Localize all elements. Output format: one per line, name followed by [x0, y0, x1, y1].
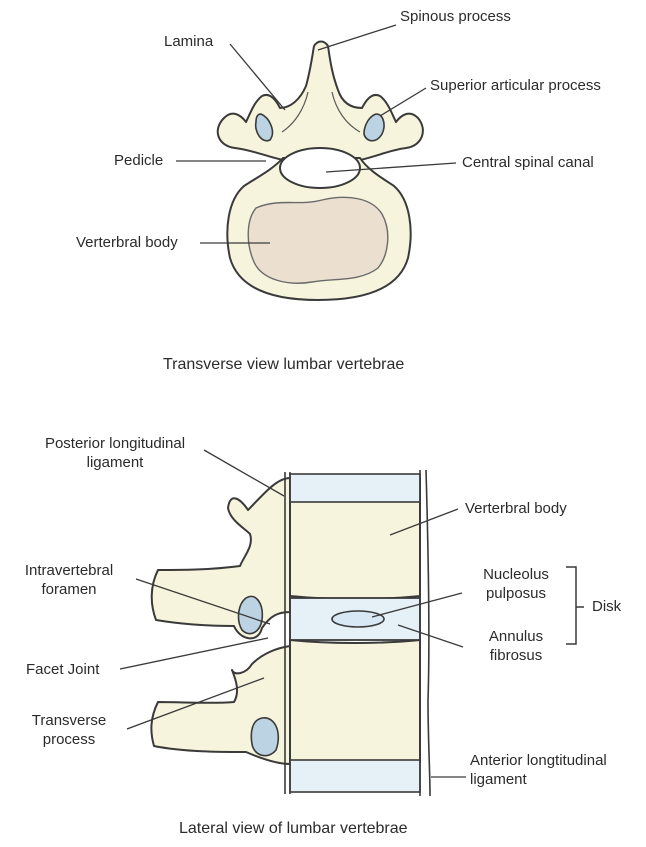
- label-nucleolus-pulposus-line-2: pulposus: [470, 584, 562, 603]
- label-lamina: Lamina: [164, 32, 213, 51]
- label-anterior-longitudinal-ligament-line-2: ligament: [470, 770, 607, 789]
- cancellous-bone: [248, 197, 388, 283]
- label-intravertebral-foramen: Intravertebral foramen: [6, 561, 132, 599]
- upper-posterior-element: [152, 478, 290, 638]
- leader-posterior-ligament: [204, 450, 284, 496]
- lower-disc: [290, 760, 420, 792]
- label-annulus-fibrosus: Annulus fibrosus: [470, 627, 562, 665]
- transverse-view-drawing: [176, 25, 456, 300]
- leader-superior-articular-process: [380, 88, 426, 116]
- caption-transverse-view: Transverse view lumbar vertebrae: [163, 356, 404, 374]
- leader-spinous-process: [318, 25, 396, 50]
- vertebral-arch: [218, 42, 423, 161]
- label-annulus-fibrosus-line-1: Annulus: [470, 627, 562, 646]
- nucleus-pulposus: [332, 611, 384, 627]
- label-superior-articular-process: Superior articular process: [430, 76, 601, 95]
- leader-facet-joint: [120, 638, 268, 669]
- label-posterior-longitudinal-ligament: Posterior longitudinal ligament: [20, 434, 210, 472]
- label-intravertebral-foramen-line-2: foramen: [6, 580, 132, 599]
- caption-lateral-view: Lateral view of lumbar vertebrae: [179, 820, 408, 838]
- label-posterior-longitudinal-ligament-line-2: ligament: [20, 453, 210, 472]
- label-annulus-fibrosus-line-2: fibrosus: [470, 646, 562, 665]
- label-verterbral-body-transverse: Verterbral body: [76, 233, 178, 252]
- upper-disc: [290, 474, 420, 502]
- label-facet-joint: Facet Joint: [26, 660, 99, 679]
- lower-vertebral-body: [290, 640, 420, 765]
- label-central-spinal-canal: Central spinal canal: [462, 153, 594, 172]
- label-anterior-longitudinal-ligament: Anterior longtitudinal ligament: [470, 751, 607, 789]
- label-intravertebral-foramen-line-1: Intravertebral: [6, 561, 132, 580]
- anterior-ligament-line-2: [426, 470, 430, 796]
- label-nucleolus-pulposus-line-1: Nucleolus: [470, 565, 562, 584]
- label-transverse-process-line-1: Transverse: [14, 711, 124, 730]
- lower-facet-cartilage: [251, 718, 278, 756]
- spinal-canal: [280, 148, 360, 188]
- label-spinous-process: Spinous process: [400, 7, 511, 26]
- label-transverse-process: Transverse process: [14, 711, 124, 749]
- label-nucleolus-pulposus: Nucleolus pulposus: [470, 565, 562, 603]
- label-posterior-longitudinal-ligament-line-1: Posterior longitudinal: [20, 434, 210, 453]
- label-verterbral-body-lateral: Verterbral body: [465, 499, 567, 518]
- label-transverse-process-line-2: process: [14, 730, 124, 749]
- label-anterior-longitudinal-ligament-line-1: Anterior longtitudinal: [470, 751, 607, 770]
- label-pedicle: Pedicle: [114, 151, 163, 170]
- disk-bracket: [566, 567, 584, 644]
- label-disk: Disk: [592, 597, 621, 616]
